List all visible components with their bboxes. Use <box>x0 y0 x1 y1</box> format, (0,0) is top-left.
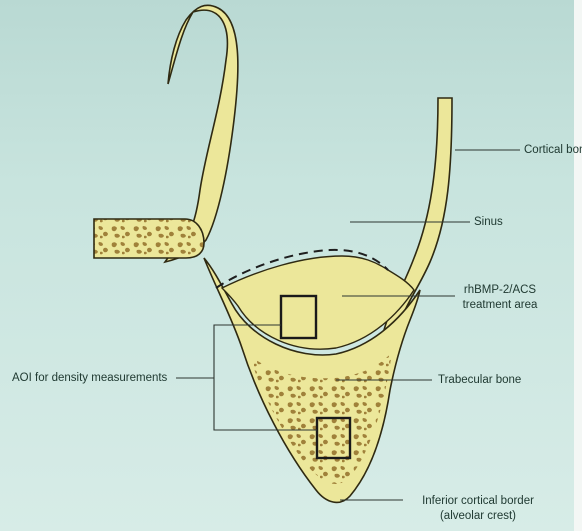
label-inferior-line2: (alveolar crest) <box>440 509 516 523</box>
label-inferior-line1: Inferior cortical border <box>422 494 534 508</box>
label-treatment-line2: treatment area <box>463 298 538 312</box>
label-trabecular-bone: Trabecular bone <box>438 373 521 387</box>
label-treatment-line1: rhBMP-2/ACS <box>464 283 536 297</box>
label-cortical-bone: Cortical bone <box>524 143 582 157</box>
label-sinus: Sinus <box>474 215 503 229</box>
left-bony-bridge <box>94 219 204 258</box>
label-aoi: AOI for density measurements <box>12 371 167 385</box>
